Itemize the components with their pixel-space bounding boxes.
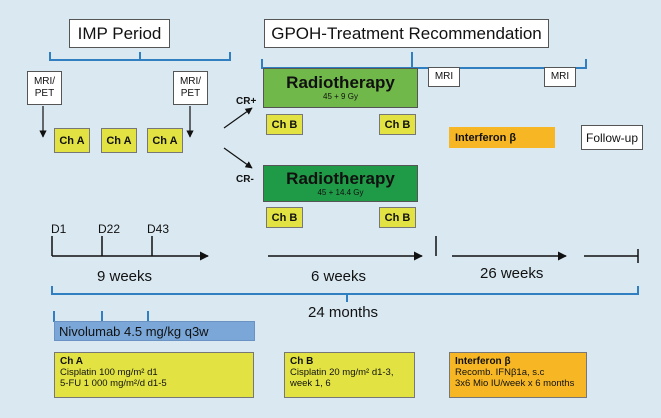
duration-26-weeks: 26 weeks — [480, 265, 543, 282]
legend-chemo-b-title: Ch B — [290, 356, 314, 367]
legend-chemo-a-line-1: Cisplatin 100 mg/m² d1 — [60, 367, 158, 378]
radiotherapy-cr-minus: Radiotherapy 45 + 14.4 Gy — [263, 165, 418, 202]
follow-up-box: Follow-up — [581, 125, 643, 150]
gpoh-title: GPOH-Treatment Recommendation — [264, 19, 549, 48]
imp-period-title: IMP Period — [69, 19, 170, 48]
months-24-bracket — [51, 286, 639, 302]
day-label-d22: D22 — [98, 222, 120, 236]
chemo-a-cycle-2: Ch A — [101, 128, 137, 153]
duration-9-weeks: 9 weeks — [97, 268, 152, 285]
chemo-a-cycle-3: Ch A — [147, 128, 183, 153]
cr-minus-label: CR- — [236, 174, 254, 185]
nivolumab-bar: Nivolumab 4.5 mg/kg q3w — [54, 321, 255, 341]
legend-chemo-b-line-1: Cisplatin 20 mg/m² d1-3, — [290, 367, 394, 378]
imp-period-bracket — [49, 52, 231, 61]
mri-scan-box-2: MRI — [544, 67, 576, 87]
radiotherapy-dose: 45 + 14.4 Gy — [317, 187, 364, 197]
duration-6-weeks: 6 weeks — [311, 268, 366, 285]
cr-plus-label: CR+ — [236, 96, 256, 107]
radiotherapy-cr-plus: Radiotherapy 45 + 9 Gy — [263, 68, 418, 108]
radiotherapy-title: Radiotherapy — [286, 168, 395, 188]
legend-chemo-b: Ch B Cisplatin 20 mg/m² d1-3, week 1, 6 — [284, 352, 415, 398]
legend-interferon-line-1: Recomb. IFNβ1a, s.c — [455, 367, 545, 378]
mri-pet-scan-box-2: MRI/ PET — [173, 71, 208, 105]
chemo-b-cr-minus-week-1: Ch B — [266, 207, 303, 228]
legend-interferon-line-2: 3x6 Mio IU/week x 6 months — [455, 378, 575, 389]
mri-scan-box-1: MRI — [428, 67, 460, 87]
day-label-d43: D43 — [147, 222, 169, 236]
day-label-d1: D1 — [51, 222, 67, 236]
chemo-b-cr-plus-week-6: Ch B — [379, 114, 416, 135]
mri-pet-scan-box-1: MRI/ PET — [27, 71, 62, 105]
gpoh-bracket — [261, 52, 587, 69]
legend-chemo-a: Ch A Cisplatin 100 mg/m² d1 5-FU 1 000 m… — [54, 352, 254, 398]
interferon-bar: Interferon β — [449, 127, 555, 148]
legend-interferon-title: Interferon β — [455, 356, 511, 367]
legend-chemo-b-line-2: week 1, 6 — [290, 378, 331, 389]
radiotherapy-dose: 45 + 9 Gy — [323, 92, 358, 101]
legend-chemo-a-title: Ch A — [60, 356, 83, 367]
branch-arrow-cr-plus — [223, 107, 253, 129]
chemo-a-cycle-1: Ch A — [54, 128, 90, 153]
radiotherapy-title: Radiotherapy — [286, 73, 395, 92]
legend-chemo-a-line-2: 5-FU 1 000 mg/m²/d d1-5 — [60, 378, 167, 389]
legend-interferon: Interferon β Recomb. IFNβ1a, s.c 3x6 Mio… — [449, 352, 587, 398]
branch-arrow-cr-minus — [223, 147, 253, 169]
chemo-b-cr-minus-week-6: Ch B — [379, 207, 416, 228]
duration-24-months: 24 months — [308, 304, 378, 321]
chemo-b-cr-plus-week-1: Ch B — [266, 114, 303, 135]
